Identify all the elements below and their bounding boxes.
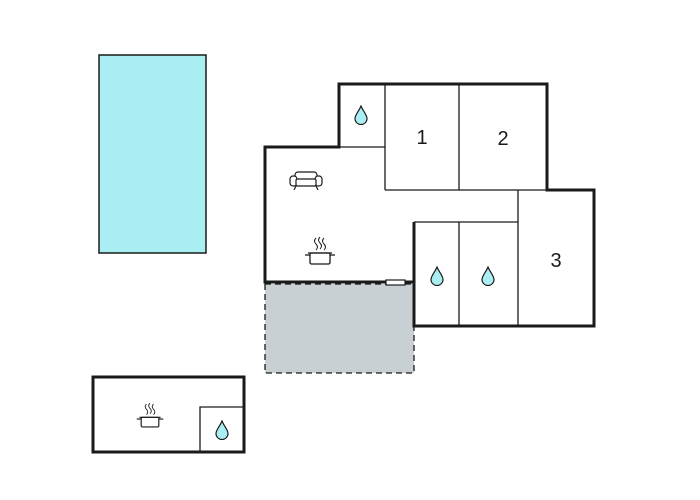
cooking-pot-icon	[304, 236, 336, 265]
annex-interior-wall	[199, 406, 244, 452]
cooking-pot-icon	[136, 402, 164, 428]
sofa-icon	[289, 171, 323, 191]
annex-outline	[91, 375, 246, 454]
room-label-1: 1	[416, 127, 427, 149]
pool	[98, 54, 207, 254]
interior-walls	[339, 84, 547, 326]
water-drop-icon	[430, 266, 444, 286]
water-drop-icon	[354, 105, 368, 125]
room-label-3: 3	[550, 250, 561, 272]
door-marker	[385, 279, 406, 286]
water-drop-icon	[215, 420, 229, 440]
terrace	[264, 283, 415, 374]
room-label-2: 2	[497, 128, 508, 150]
main-house-outline	[263, 82, 596, 328]
water-drop-icon	[481, 266, 495, 286]
